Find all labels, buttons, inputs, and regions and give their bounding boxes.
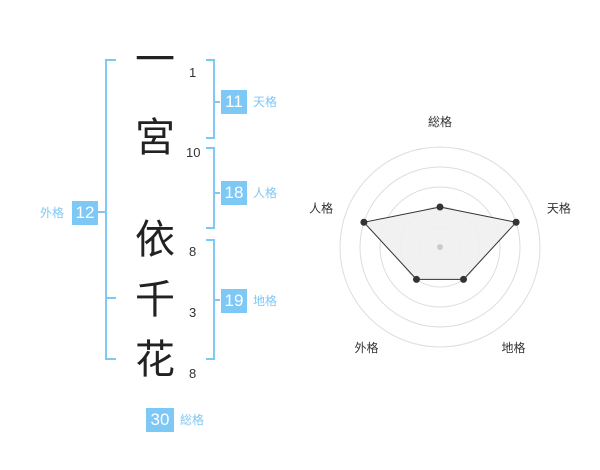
gaikaku-label: 外格 bbox=[40, 206, 65, 220]
jinkaku-bracket bbox=[206, 147, 215, 229]
name-char-4: 千 bbox=[135, 277, 175, 323]
soukaku-value: 30 bbox=[146, 408, 174, 432]
radar-point-2 bbox=[512, 218, 520, 226]
soukaku-label: 総格 bbox=[180, 413, 205, 427]
chikaku-label: 地格 bbox=[253, 294, 278, 308]
radar-point-4 bbox=[412, 275, 420, 283]
name-char-2: 宮 bbox=[135, 115, 175, 161]
name-char-5: 花 bbox=[135, 337, 175, 383]
tenkaku-value: 11 bbox=[221, 90, 247, 114]
radar-axis-label-3: 地格 bbox=[501, 340, 525, 355]
tenkaku-label: 天格 bbox=[253, 95, 278, 109]
name-char-3: 依 bbox=[135, 217, 175, 263]
stroke-count-1: 1 bbox=[189, 65, 197, 80]
chikaku-value: 19 bbox=[221, 289, 247, 313]
radar-axis-label-4: 外格 bbox=[355, 340, 379, 355]
stroke-count-3: 8 bbox=[189, 244, 197, 259]
gaikaku-value: 12 bbox=[72, 201, 98, 225]
jinkaku-label: 人格 bbox=[253, 186, 278, 200]
radar-point-3 bbox=[460, 275, 468, 283]
radar-axis-label-5: 人格 bbox=[309, 200, 333, 215]
name-char-1: 一 bbox=[135, 37, 175, 83]
radar-axis-label-2: 天格 bbox=[547, 200, 571, 215]
radar-point-1 bbox=[436, 203, 444, 211]
radar-center-dot bbox=[437, 244, 443, 250]
radar-grid-ring bbox=[379, 186, 501, 308]
radar-point-5 bbox=[360, 218, 368, 226]
radar-series-polygon bbox=[362, 206, 518, 280]
tenkaku-bracket bbox=[206, 59, 215, 139]
stroke-count-4: 3 bbox=[189, 305, 197, 320]
gaikaku-bracket bbox=[105, 59, 116, 360]
jinkaku-value: 18 bbox=[221, 181, 247, 205]
radar-grid-ring bbox=[339, 146, 541, 348]
radar-axis-label-1: 総格 bbox=[428, 114, 452, 129]
stroke-count-5: 8 bbox=[189, 366, 197, 381]
stroke-count-2: 10 bbox=[186, 145, 201, 160]
radar-grid-ring bbox=[359, 166, 521, 328]
